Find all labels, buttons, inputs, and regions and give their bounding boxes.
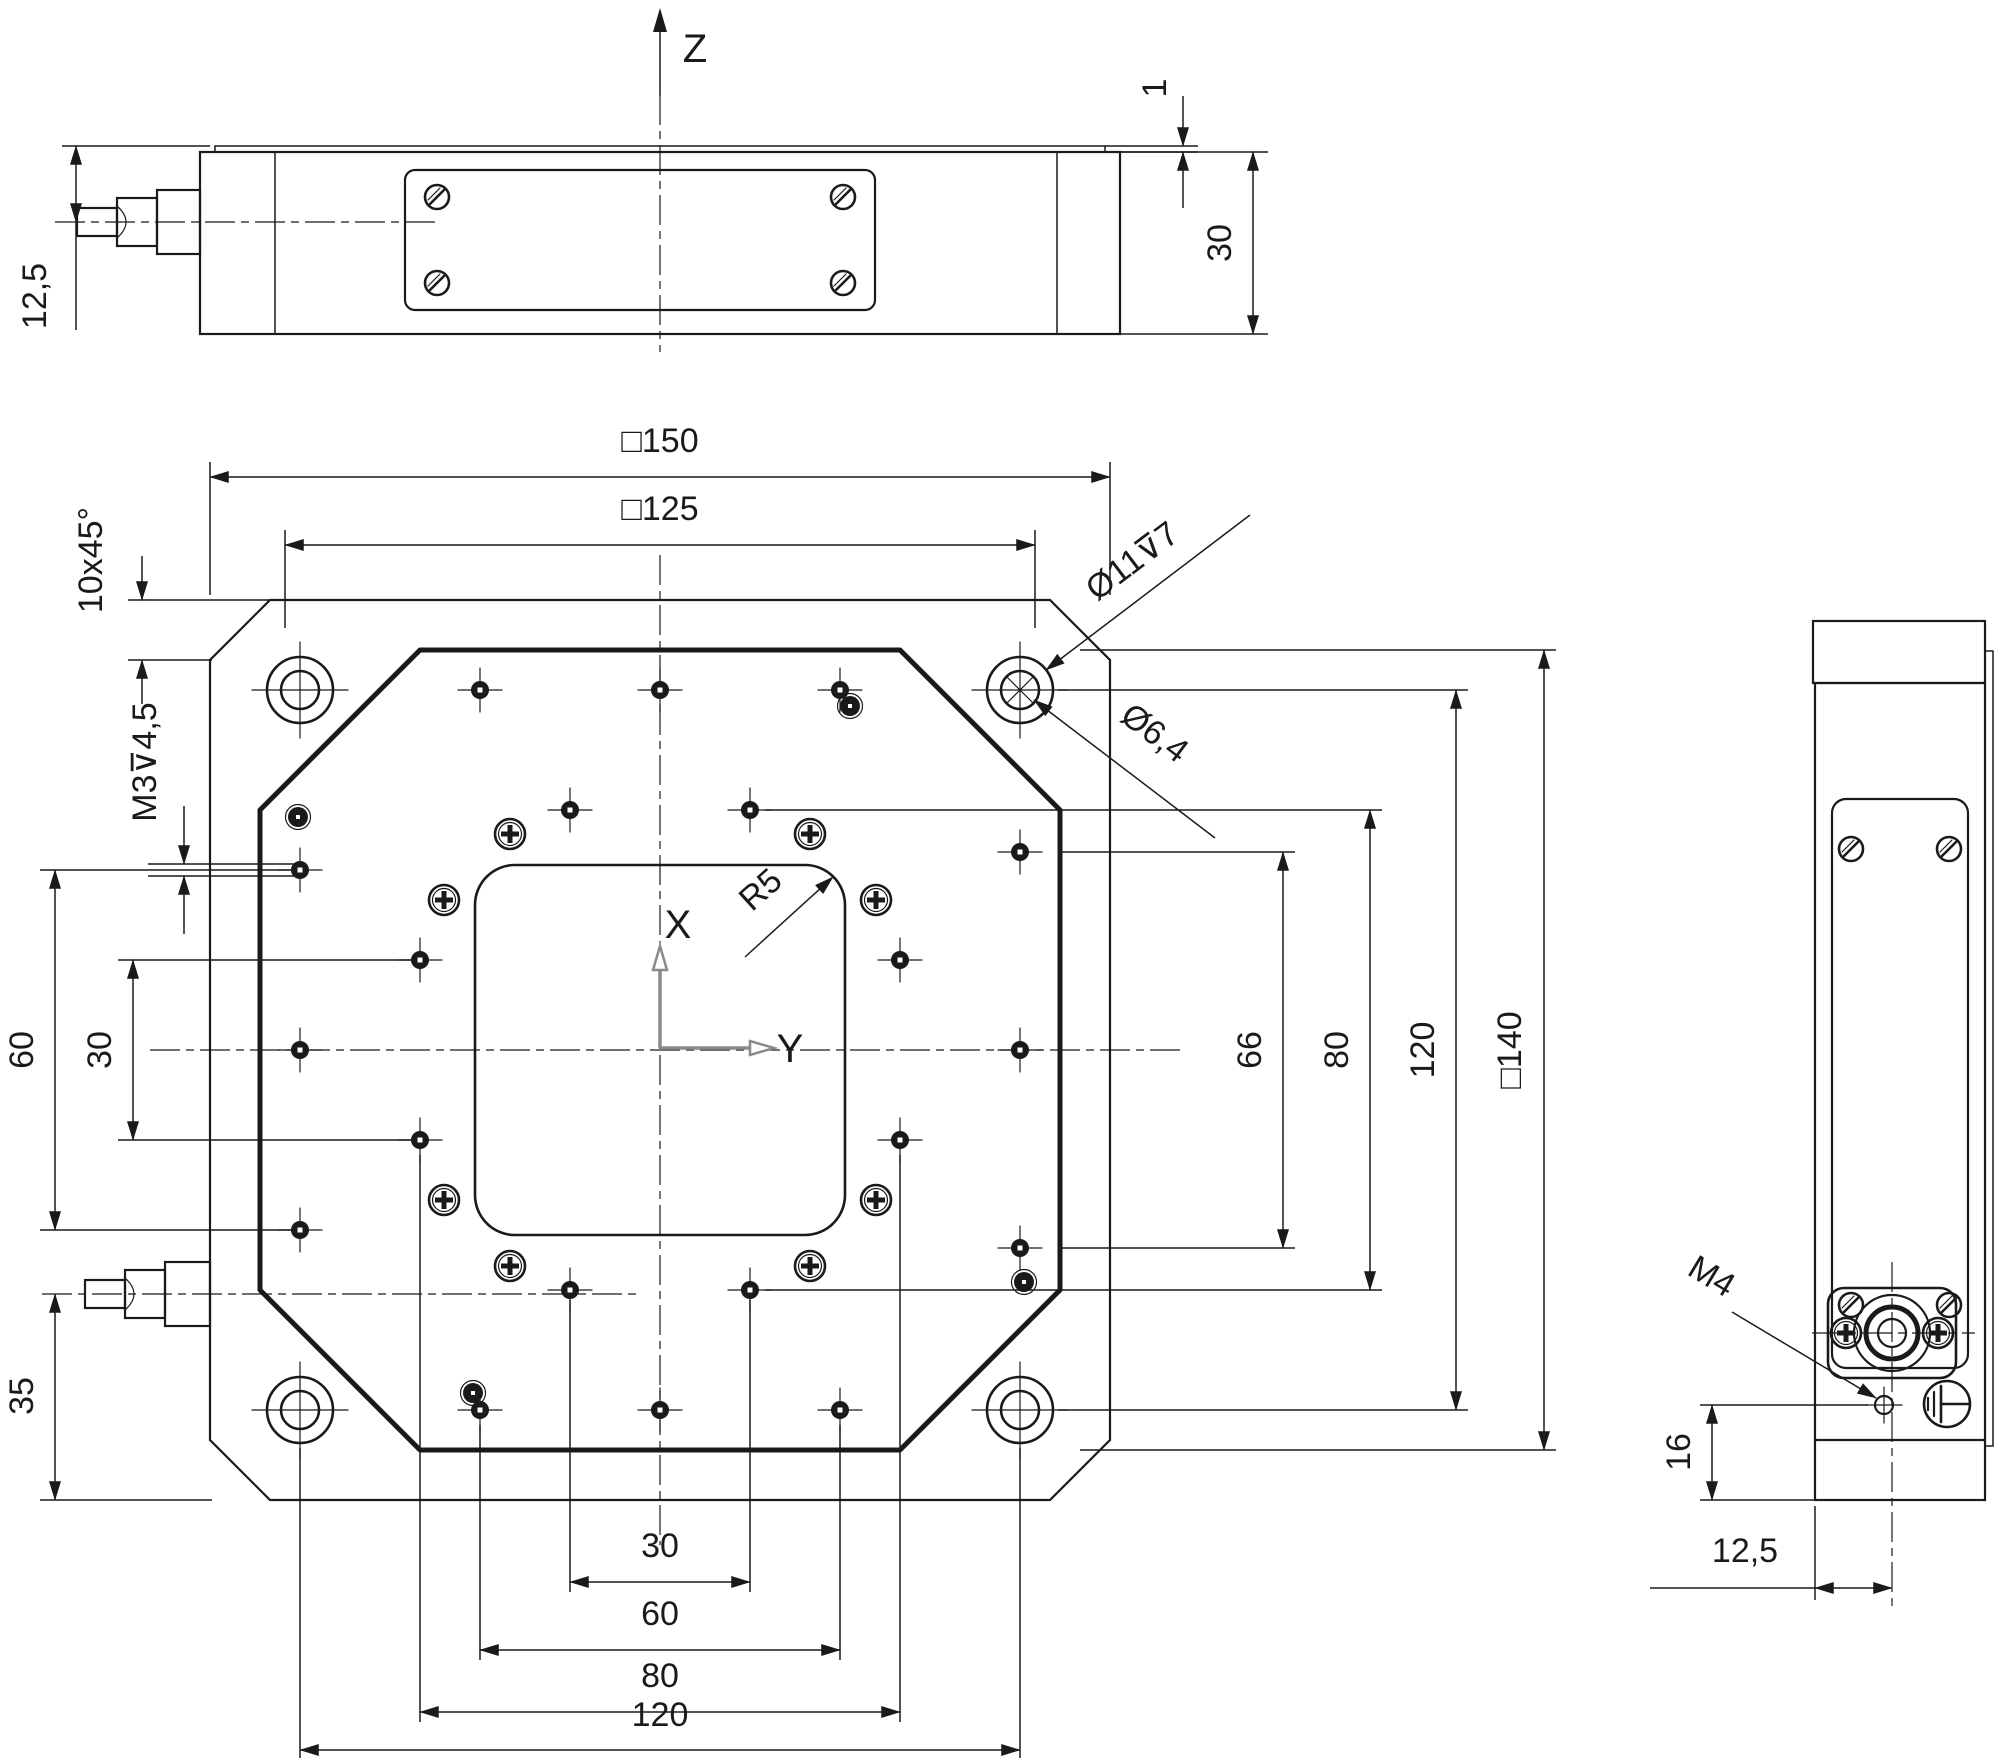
dim-platform-140: □140 bbox=[1080, 649, 1556, 1451]
dim-label: 1 bbox=[1136, 79, 1174, 98]
dim-label: 12,5 bbox=[1712, 1532, 1778, 1570]
counterbore-hole bbox=[970, 1360, 1070, 1460]
x-axis-label: X bbox=[665, 903, 692, 947]
dim-bottom-120: 120 bbox=[299, 1448, 1021, 1758]
side-view: M4 16 12,5 bbox=[1650, 619, 1994, 1610]
top-view: Z 12,5 bbox=[16, 8, 1268, 352]
stage-body-side bbox=[1811, 619, 1994, 1502]
ground-icon bbox=[1922, 1379, 1972, 1429]
dim-bottom-60: 60 bbox=[479, 1425, 841, 1660]
slotted-screw-icon bbox=[423, 269, 451, 297]
slotted-screw-icon bbox=[1837, 835, 1865, 863]
dim-label: 10x45° bbox=[72, 507, 110, 613]
connector-face bbox=[1826, 1286, 1958, 1380]
slotted-screw-icon bbox=[1935, 835, 1963, 863]
dim-right-120: 120 bbox=[1058, 689, 1468, 1411]
plan-view: X Y R5 □150 □125 bbox=[3, 422, 1556, 1758]
alignment-dot bbox=[284, 803, 312, 831]
m4-hole bbox=[1865, 1386, 1903, 1424]
counterbore-hole bbox=[970, 640, 1070, 740]
dim-label: 120 bbox=[1404, 1022, 1442, 1079]
callout-thread-m4: M4 bbox=[1682, 1248, 1877, 1399]
callout-label: Ø6,4 bbox=[1114, 696, 1196, 771]
dim-body-height: 30 bbox=[1120, 151, 1268, 335]
dim-label: □150 bbox=[621, 422, 698, 460]
dim-outer-150: □150 bbox=[209, 422, 1111, 595]
dim-right-80: 80 bbox=[765, 809, 1382, 1291]
slotted-screw-icon bbox=[829, 183, 857, 211]
dim-left-30: 30 bbox=[81, 959, 412, 1141]
dim-left-35: 35 bbox=[3, 1293, 212, 1501]
z-axis-label: Z bbox=[683, 27, 707, 71]
dim-bottom-30: 30 bbox=[569, 1300, 751, 1592]
dim-label: 120 bbox=[632, 1696, 689, 1734]
dim-label: 30 bbox=[81, 1031, 119, 1069]
dim-label: 30 bbox=[1201, 224, 1239, 262]
callout-label: R5 bbox=[732, 861, 790, 918]
callout-label: M4 bbox=[1682, 1248, 1742, 1305]
dim-bottom-80: 80 bbox=[419, 1155, 901, 1722]
slotted-screw-icon bbox=[829, 269, 857, 297]
alignment-dot bbox=[459, 1379, 487, 1407]
slotted-screw-icon bbox=[1935, 1291, 1963, 1319]
dim-inner-125: □125 bbox=[284, 490, 1036, 628]
dim-right-66: 66 bbox=[1060, 851, 1295, 1249]
dim-label: □140 bbox=[1491, 1011, 1529, 1088]
callout-thread-m3: M3⊽4,5 bbox=[126, 702, 295, 934]
dim-label: 66 bbox=[1231, 1031, 1269, 1069]
dim-label: 16 bbox=[1660, 1433, 1698, 1471]
z-axis-arrow: Z bbox=[653, 8, 707, 96]
dim-connector-offset-12-5: 12,5 bbox=[1650, 1506, 1893, 1600]
base-plate-outline bbox=[208, 598, 1112, 1502]
slotted-screw-icon bbox=[423, 183, 451, 211]
side-connector-plan bbox=[42, 1260, 640, 1328]
dim-label: 60 bbox=[3, 1031, 41, 1069]
dim-label: 30 bbox=[641, 1527, 679, 1565]
callout-label: M3⊽4,5 bbox=[126, 702, 164, 821]
dim-label: 12,5 bbox=[16, 263, 54, 329]
dim-corner-chamfer: 10x45° bbox=[72, 507, 270, 704]
dim-connector-offset: 12,5 bbox=[16, 145, 210, 330]
y-axis-label: Y bbox=[777, 1027, 804, 1071]
center-aperture bbox=[473, 863, 847, 1237]
dim-left-60: 60 bbox=[3, 869, 292, 1231]
dim-label: □125 bbox=[621, 490, 698, 528]
dim-label: 80 bbox=[641, 1657, 679, 1695]
alignment-dot bbox=[836, 692, 864, 720]
xy-axis-icon: X Y bbox=[651, 903, 804, 1071]
dim-label: 80 bbox=[1318, 1031, 1356, 1069]
dim-hole-height-16: 16 bbox=[1660, 1404, 1868, 1501]
counterbore-hole bbox=[250, 1360, 350, 1460]
callout-counterbore: Ø11⊽7 bbox=[1045, 514, 1251, 671]
counterbore-hole bbox=[250, 640, 350, 740]
dim-label: 35 bbox=[3, 1377, 41, 1415]
callout-label: Ø11⊽7 bbox=[1079, 514, 1186, 608]
callout-corner-radius: R5 bbox=[732, 861, 834, 958]
dim-label: 60 bbox=[641, 1595, 679, 1633]
